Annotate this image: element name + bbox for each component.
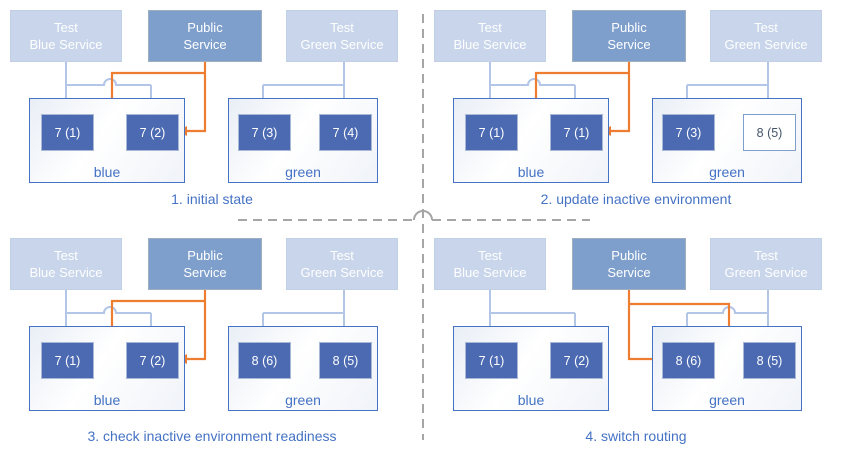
service-label: Public (187, 247, 223, 263)
service-label: Blue Service (29, 265, 103, 280)
pod-box: 7 (3) (238, 114, 291, 151)
service-label: Test (754, 247, 778, 263)
panel-check-readiness: Test Blue Service Public Service Test Gr… (0, 228, 424, 456)
service-label: Test (330, 19, 354, 35)
environment-label: blue (93, 392, 121, 408)
test-green-route-line (686, 62, 769, 106)
pod-box: 7 (2) (550, 342, 603, 379)
service-label: Green Service (724, 37, 808, 52)
environment-box-green: 8 (6) 8 (5) green (652, 326, 802, 411)
panel-initial-state: Test Blue Service Public Service Test Gr… (0, 0, 424, 228)
service-box-test-green: Test Green Service (286, 238, 398, 290)
service-label: Test (478, 247, 502, 263)
service-box-test-green: Test Green Service (286, 10, 398, 62)
pod-box: 8 (5) (319, 342, 372, 379)
service-box-public: Public Service (148, 238, 262, 290)
service-box-public: Public Service (572, 238, 686, 290)
service-box-test-blue: Test Blue Service (434, 10, 546, 62)
pod-box: 7 (1) (465, 114, 518, 151)
service-box-test-green: Test Green Service (710, 238, 822, 290)
service-box-public: Public Service (572, 10, 686, 62)
environment-label: green (709, 392, 745, 408)
service-label: Service (607, 265, 651, 280)
service-label: Test (478, 19, 502, 35)
pod-box-pending: 8 (5) (743, 114, 796, 151)
service-label: Green Service (300, 265, 384, 280)
environment-box-green: 7 (3) 8 (5) green (652, 98, 802, 183)
pod-box: 7 (1) (550, 114, 603, 151)
environment-label: blue (93, 164, 121, 180)
pod-box: 7 (2) (126, 342, 179, 379)
pod-box: 8 (6) (238, 342, 291, 379)
service-label: Blue Service (453, 37, 527, 52)
pod-box: 8 (6) (662, 342, 715, 379)
service-label: Blue Service (29, 37, 103, 52)
service-label: Green Service (724, 265, 808, 280)
environment-box-blue: 7 (1) 7 (1) blue (453, 98, 609, 183)
environment-label: green (709, 164, 745, 180)
service-label: Service (183, 265, 227, 280)
panel-caption: 4. switch routing (585, 428, 687, 444)
service-label: Public (611, 247, 647, 263)
pod-box: 7 (1) (465, 342, 518, 379)
pod-box: 7 (1) (41, 114, 94, 151)
pod-box: 7 (2) (126, 114, 179, 151)
environment-label: blue (517, 164, 545, 180)
panel-caption: 2. update inactive environment (540, 191, 732, 207)
test-blue-route-line (489, 290, 576, 334)
environment-label: green (285, 392, 321, 408)
environment-box-blue: 7 (1) 7 (2) blue (29, 98, 185, 183)
panel-caption: 3. check inactive environment readiness (87, 428, 337, 444)
service-box-test-blue: Test Blue Service (10, 238, 122, 290)
pod-box: 7 (1) (41, 342, 94, 379)
pod-box: 7 (3) (662, 114, 715, 151)
service-label: Test (330, 247, 354, 263)
service-box-test-green: Test Green Service (710, 10, 822, 62)
service-label: Test (754, 19, 778, 35)
environment-box-blue: 7 (1) 7 (2) blue (453, 326, 609, 411)
pod-box: 7 (4) (319, 114, 372, 151)
service-label: Service (607, 37, 651, 52)
service-box-test-blue: Test Blue Service (434, 238, 546, 290)
environment-box-green: 8 (6) 8 (5) green (228, 326, 378, 411)
environment-label: green (285, 164, 321, 180)
service-label: Public (611, 19, 647, 35)
panel-update-inactive: Test Blue Service Public Service Test Gr… (424, 0, 848, 228)
service-label: Test (54, 247, 78, 263)
panel-switch-routing: Test Blue Service Public Service Test Gr… (424, 228, 848, 456)
test-green-route-line (262, 290, 345, 334)
service-label: Public (187, 19, 223, 35)
panel-caption: 1. initial state (171, 191, 253, 207)
pod-box: 8 (5) (743, 342, 796, 379)
service-box-test-blue: Test Blue Service (10, 10, 122, 62)
service-label: Service (183, 37, 227, 52)
environment-box-green: 7 (3) 7 (4) green (228, 98, 378, 183)
service-label: Blue Service (453, 265, 527, 280)
service-label: Test (54, 19, 78, 35)
test-green-route-line (262, 62, 345, 106)
service-box-public: Public Service (148, 10, 262, 62)
environment-label: blue (517, 392, 545, 408)
environment-box-blue: 7 (1) 7 (2) blue (29, 326, 185, 411)
service-label: Green Service (300, 37, 384, 52)
